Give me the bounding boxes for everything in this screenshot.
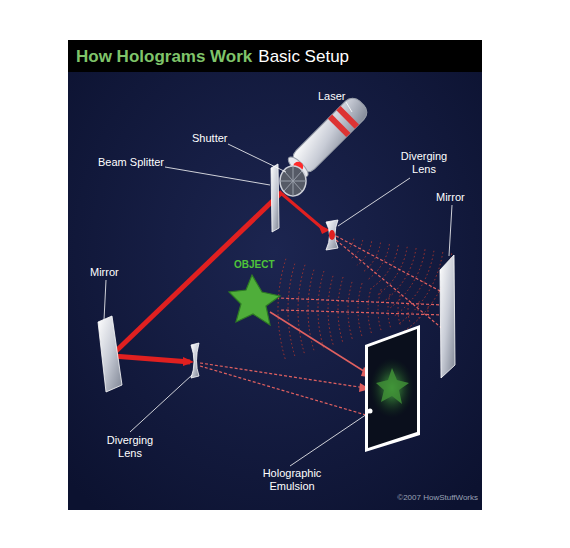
object-star: [229, 275, 280, 325]
wavefront-arc: [338, 277, 343, 342]
wavefront-arc: [394, 251, 434, 317]
subtitle: Basic Setup: [258, 47, 349, 67]
object-label: OBJECT: [234, 259, 275, 271]
diverging-lens: [326, 220, 338, 250]
wavefront-arc: [298, 265, 305, 354]
holographic-emulsion: [365, 325, 420, 452]
wavefront-arc: [347, 239, 354, 251]
beam-splitter: [271, 164, 279, 232]
part-label: Mirror: [90, 266, 119, 279]
wavefront-arc: [358, 283, 362, 336]
wavefront-arc: [288, 261, 296, 356]
wavefront-arc: [318, 271, 324, 348]
wavefront-arc: [388, 249, 425, 309]
wavefront-arc: [398, 295, 400, 325]
wavefront-arc: [378, 289, 381, 330]
part-label: Mirror: [436, 191, 465, 204]
part-label: Diverging Lens: [104, 434, 156, 459]
title-bar: [68, 40, 482, 72]
mirror: [440, 255, 455, 378]
copyright: ©2007 HowStuffWorks: [397, 493, 478, 502]
part-label: Shutter: [192, 132, 227, 145]
panel: [68, 40, 482, 510]
wavefront-arc: [328, 274, 334, 345]
wavefront-arc: [399, 252, 443, 324]
part-label: Diverging Lens: [398, 150, 450, 175]
diverging-lens: [191, 343, 199, 378]
wavefront-arc: [278, 258, 286, 359]
shutter: [280, 166, 306, 196]
part-label: Beam Splitter: [98, 156, 164, 169]
wavefronts: [278, 239, 452, 359]
wavefront-arc: [368, 286, 372, 333]
wavefront-arc: [388, 292, 391, 327]
laser-beams: [113, 165, 444, 415]
wavefront-arc: [352, 240, 363, 258]
wavefront-arc: [348, 280, 353, 339]
title-text: How Holograms Work: [76, 47, 252, 67]
wavefront-arc: [383, 248, 416, 302]
part-label: Laser: [318, 90, 346, 103]
mirror: [98, 316, 122, 392]
part-label: Holographic Emulsion: [258, 467, 326, 492]
